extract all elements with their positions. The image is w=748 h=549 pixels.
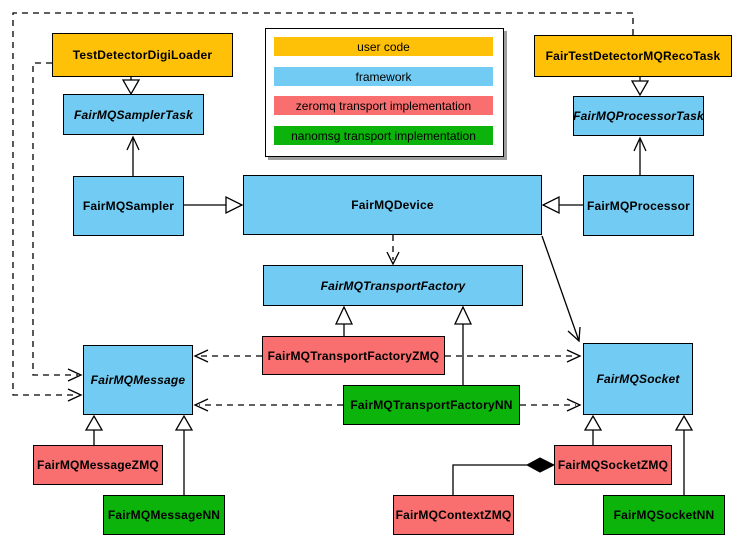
edge-fairmqprocessor-fairmqprocessortask [633, 136, 647, 175]
node-fairmqsamplertask: FairMQSamplerTask [63, 94, 204, 135]
node-fairmqmessage: FairMQMessage [83, 345, 193, 415]
edge-fairmqsampler-fairmqsamplertask [126, 135, 140, 176]
node-fairmqprocessor: FairMQProcessor [583, 175, 694, 236]
node-fairmqtransportfactoryzmq: FairMQTransportFactoryZMQ [262, 336, 445, 375]
node-fairmqdevice: FairMQDevice [243, 175, 542, 235]
edge-testdetectordigiloader-fairmqmessage [32, 62, 83, 382]
node-fairmqtransportfactorynn: FairMQTransportFactoryNN [343, 385, 520, 425]
edge-fairmqtransportfactoryzmq-fairmqtransportfactory [334, 305, 354, 336]
edge-fairmqmessagezmq-fairmqmessage [84, 414, 104, 445]
edge-testdetectordigiloader-fairmqsamplertask [121, 77, 141, 96]
node-fairmqsampler: FairMQSampler [73, 176, 184, 236]
edge-fairmqcontextzmq-fairmqsocketzmq [452, 457, 556, 495]
edge-fairmqsocketnn-fairmqsocket [674, 414, 694, 495]
edge-fairmqdevice-fairmqsocket [541, 235, 581, 343]
legend-item-framework: framework [274, 67, 493, 86]
node-fairmqsocketzmq: FairMQSocketZMQ [554, 445, 672, 485]
node-fairmqtransportfactory: FairMQTransportFactory [263, 265, 523, 306]
edge-fairmqtransportfactoryzmq-fairmqmessage [193, 349, 262, 363]
node-fairmqcontextzmq: FairMQContextZMQ [393, 495, 514, 535]
edge-fairmqtransportfactorynn-fairmqsocket [520, 398, 582, 412]
edge-fairmqsampler-fairmqdevice [184, 195, 244, 215]
edge-fairmqtransportfactoryzmq-fairmqsocket [445, 349, 582, 363]
edge-fairmqmessagenn-fairmqmessage [174, 414, 194, 495]
node-fairtestdetectormqrecotask: FairTestDetectorMQRecoTask [534, 35, 732, 77]
edge-fairmqtransportfactorynn-fairmqtransportfactory [453, 305, 473, 385]
node-fairmqsocketnn: FairMQSocketNN [603, 495, 725, 535]
edge-fairtestdetectormqrecotask-fairmqmessage [12, 12, 634, 402]
legend-item-user-code: user code [274, 37, 493, 56]
node-fairmqmessagezmq: FairMQMessageZMQ [33, 445, 163, 485]
node-fairmqprocessortask: FairMQProcessorTask [573, 96, 704, 136]
legend: user code framework zeromq transport imp… [265, 28, 504, 157]
edge-fairmqdevice-fairmqtransportfactory [386, 235, 400, 266]
legend-item-nanomsg: nanomsg transport implementation [274, 126, 493, 145]
edge-fairmqsocketzmq-fairmqsocket [583, 414, 603, 445]
edge-fairtestdetectormqrecotask-fairmqprocessortask [630, 77, 650, 97]
node-testdetectordigiloader: TestDetectorDigiLoader [52, 33, 233, 77]
edge-fairmqprocessor-fairmqdevice [541, 195, 583, 215]
node-fairmqmessagenn: FairMQMessageNN [103, 495, 225, 535]
legend-item-zeromq: zeromq transport implementation [274, 96, 493, 115]
edge-fairmqtransportfactorynn-fairmqmessage [193, 398, 343, 412]
node-fairmqsocket: FairMQSocket [583, 343, 693, 415]
